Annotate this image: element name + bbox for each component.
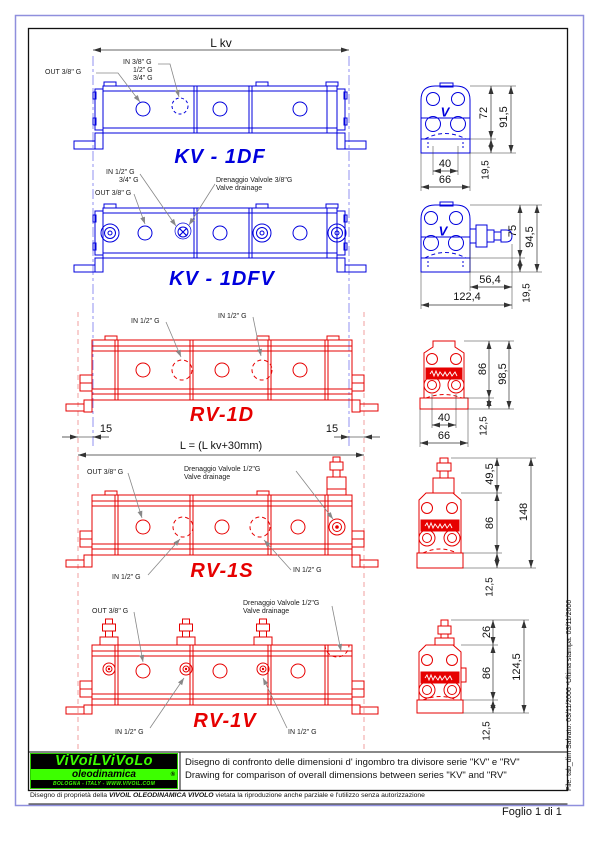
drawing-title-it: Disegno di confronto delle dimensioni d'… [185, 757, 520, 768]
company-logo: ViVoiLViVoLo oleodinamica ® BOLOGNA - IT… [30, 753, 178, 789]
kv1df-dim-total-w: 66 [438, 174, 452, 186]
kv1dfv-model-label: KV - 1DFV [169, 268, 275, 290]
kv1dfv-dim-total-w: 122,4 [453, 291, 481, 303]
overall-dimensions [62, 47, 380, 458]
rv1s-in2-label: IN 1/2" G [293, 567, 322, 574]
rv1d-dim-total-h: 98,5 [497, 363, 509, 385]
rv1s-drain-label-1: Drenaggio Valvole 1/2"G [184, 466, 261, 473]
kv1df-dim-body-h: 72 [478, 106, 490, 120]
kv1df-out-label: OUT 3/8" G [45, 69, 82, 76]
rv1v-side-valve [434, 619, 455, 646]
kv1dfv-dim-foot-h: 19,5 [521, 283, 533, 303]
kv1dfv-dim-valve-w: 56,4 [479, 274, 501, 286]
rv1s-model-label: RV-1S [190, 560, 254, 582]
logo-subtitle: oleodinamica ® [31, 769, 177, 780]
logo-subtitle-text: oleodinamica [72, 769, 136, 780]
kv1df-in-label-2: 1/2" G [133, 67, 153, 74]
drawing-title-block: Disegno di confronto delle dimensioni d'… [180, 752, 568, 791]
rv1v-in2-label: IN 1/2" G [288, 729, 317, 736]
property-note-prefix: Disegno di proprietà della [30, 792, 109, 799]
logo-address: BOLOGNA - ITALY - WWW.VIVOIL.COM [52, 781, 156, 787]
kv1dfv-in-label-1: IN 1/2" G [106, 169, 135, 176]
rv1v-dim-total-h: 124,5 [511, 653, 523, 681]
rv1d-side-view [419, 340, 469, 410]
kv1dfv-dim-body-h: 75 [507, 224, 519, 238]
rv1d-dim-total-w: 66 [437, 430, 451, 442]
property-note-suffix: vietata la riproduzione anche parziale e… [213, 792, 425, 799]
rv1d-front-view [65, 335, 379, 413]
rv1v-valve-ports [102, 662, 270, 676]
rv1d-dim-foot-h: 12,5 [478, 416, 490, 436]
logo-wordmark: ViVoiLViVoLo [54, 753, 154, 769]
kv1dfv-front-view [73, 203, 367, 273]
rv1v-side-view [416, 619, 467, 714]
rv1s-drain-label-2: Valve drainage [184, 474, 231, 481]
rv1v-dim-foot-h: 12,5 [481, 721, 493, 741]
rv1v-in1-label: IN 1/2" G [115, 729, 144, 736]
dim-l-kv: L kv [210, 36, 232, 50]
kv1df-model-label: KV - 1DF [174, 146, 266, 168]
rv1v-drain-label-1: Drenaggio Valvole 1/2"G [243, 600, 320, 607]
page-frame [14, 14, 585, 807]
rv1v-drain-label-2: Valve drainage [243, 608, 290, 615]
kv1dfv-drain-label-1: Drenaggio Valvole 3/8"G [216, 177, 293, 184]
kv1df-in-label-1: IN 3/8" G [123, 59, 152, 66]
rv1s-dim-body-h: 86 [484, 516, 496, 530]
kv1dfv-dim-total-h: 94,5 [524, 226, 536, 248]
rv1v-dim-body-h: 86 [481, 666, 493, 680]
rv1d-model-label: RV-1D [189, 404, 255, 426]
drawing-title-en: Drawing for comparison of overall dimens… [185, 770, 507, 781]
kv1dfv-drain-port [174, 222, 192, 240]
file-info-sidebar: File: tab_dim Salvato: 03/11/2006 -Ultim… [566, 599, 573, 791]
leader-lines [96, 63, 343, 729]
rv1v-dim-valve-h: 26 [481, 625, 493, 639]
kv1df-dim-total-h: 91,5 [498, 106, 510, 128]
rv1v-top-valves [99, 618, 273, 646]
rv1v-front-view [65, 618, 379, 715]
rv1s-drain-port [328, 518, 346, 536]
kv1dfv-side-view [420, 201, 513, 273]
kv1df-front-view [73, 81, 367, 150]
dim-offset-left: 15 [99, 423, 113, 435]
rv1s-dim-valve-h: 49,5 [484, 463, 496, 485]
kv1dfv-in-label-2: 3/4" G [119, 177, 139, 184]
dim-l-total: L = (L kv+30mm) [179, 440, 263, 452]
kv1dfv-valve-ports [100, 223, 347, 243]
rv1s-side-view [416, 457, 464, 569]
kv1df-dim-bolt-w: 40 [438, 158, 452, 170]
rv1s-in1-label: IN 1/2" G [112, 574, 141, 581]
kv1dfv-drain-label-2: Valve drainage [216, 185, 263, 192]
rv1s-dim-total-h: 148 [518, 502, 530, 522]
kv1dfv-side-valve [469, 224, 513, 248]
rv1d-in1-label: IN 1/2" G [131, 318, 160, 325]
sheet-number: Foglio 1 di 1 [502, 806, 562, 818]
kv1df-side-view [420, 82, 471, 154]
kv1dfv-out-label: OUT 3/8" G [95, 190, 132, 197]
rv1d-dim-bolt-w: 40 [437, 412, 451, 424]
rv1s-side-valve [432, 457, 455, 494]
kv1df-in-label-3: 3/4" G [133, 75, 153, 82]
rv1d-in2-label: IN 1/2" G [218, 313, 247, 320]
rv1s-dim-foot-h: 12,5 [484, 577, 496, 597]
rv1s-out-label: OUT 3/8" G [87, 469, 124, 476]
rv1v-model-label: RV-1V [193, 710, 257, 732]
rv1s-front-view [65, 456, 379, 568]
rv1d-dim-body-h: 86 [477, 362, 489, 376]
rv1v-out-label: OUT 3/8" G [92, 608, 129, 615]
property-note-company: VIVOIL OLEODINAMICA VIVOLO [108, 792, 214, 799]
kv1df-side-logo: V [440, 104, 450, 120]
side-dimension-lines [419, 85, 542, 714]
dim-offset-right: 15 [325, 423, 339, 435]
property-note: Disegno di proprietà della VIVOIL OLEODI… [28, 792, 568, 804]
registered-mark: ® [170, 772, 175, 778]
kv1df-dim-foot-h: 19,5 [480, 160, 492, 180]
kv1dfv-side-logo: V [438, 223, 448, 239]
rv1s-top-valve [326, 456, 347, 496]
